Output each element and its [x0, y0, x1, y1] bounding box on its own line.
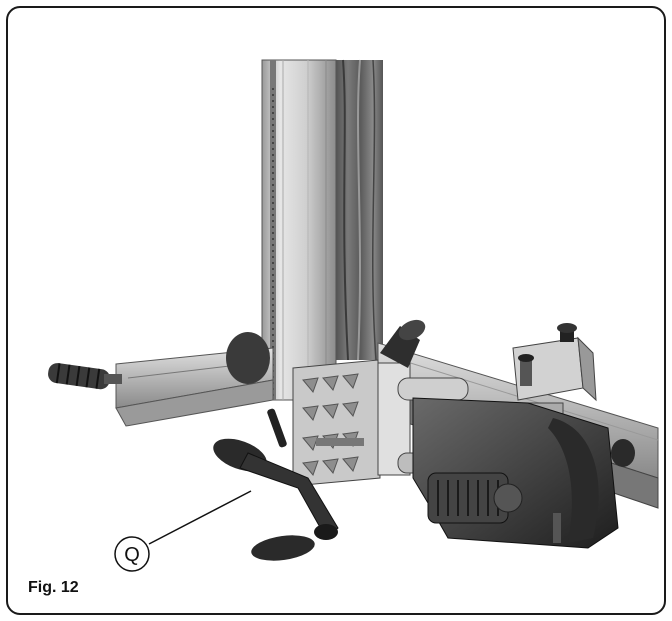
wood-workpiece	[333, 59, 383, 361]
motor-unit	[412, 397, 635, 549]
rear-disc	[226, 332, 270, 384]
machine-drawing: Q	[48, 59, 659, 572]
figure-caption: Fig. 12	[28, 579, 79, 596]
top-lever	[380, 319, 426, 368]
locking-lever	[267, 408, 287, 448]
callout-label: Q	[124, 544, 140, 566]
crank-handle	[213, 438, 339, 561]
callout-q: Q	[114, 490, 252, 572]
figure-frame: Q Fig. 12	[6, 6, 666, 615]
left-knob	[48, 363, 122, 390]
